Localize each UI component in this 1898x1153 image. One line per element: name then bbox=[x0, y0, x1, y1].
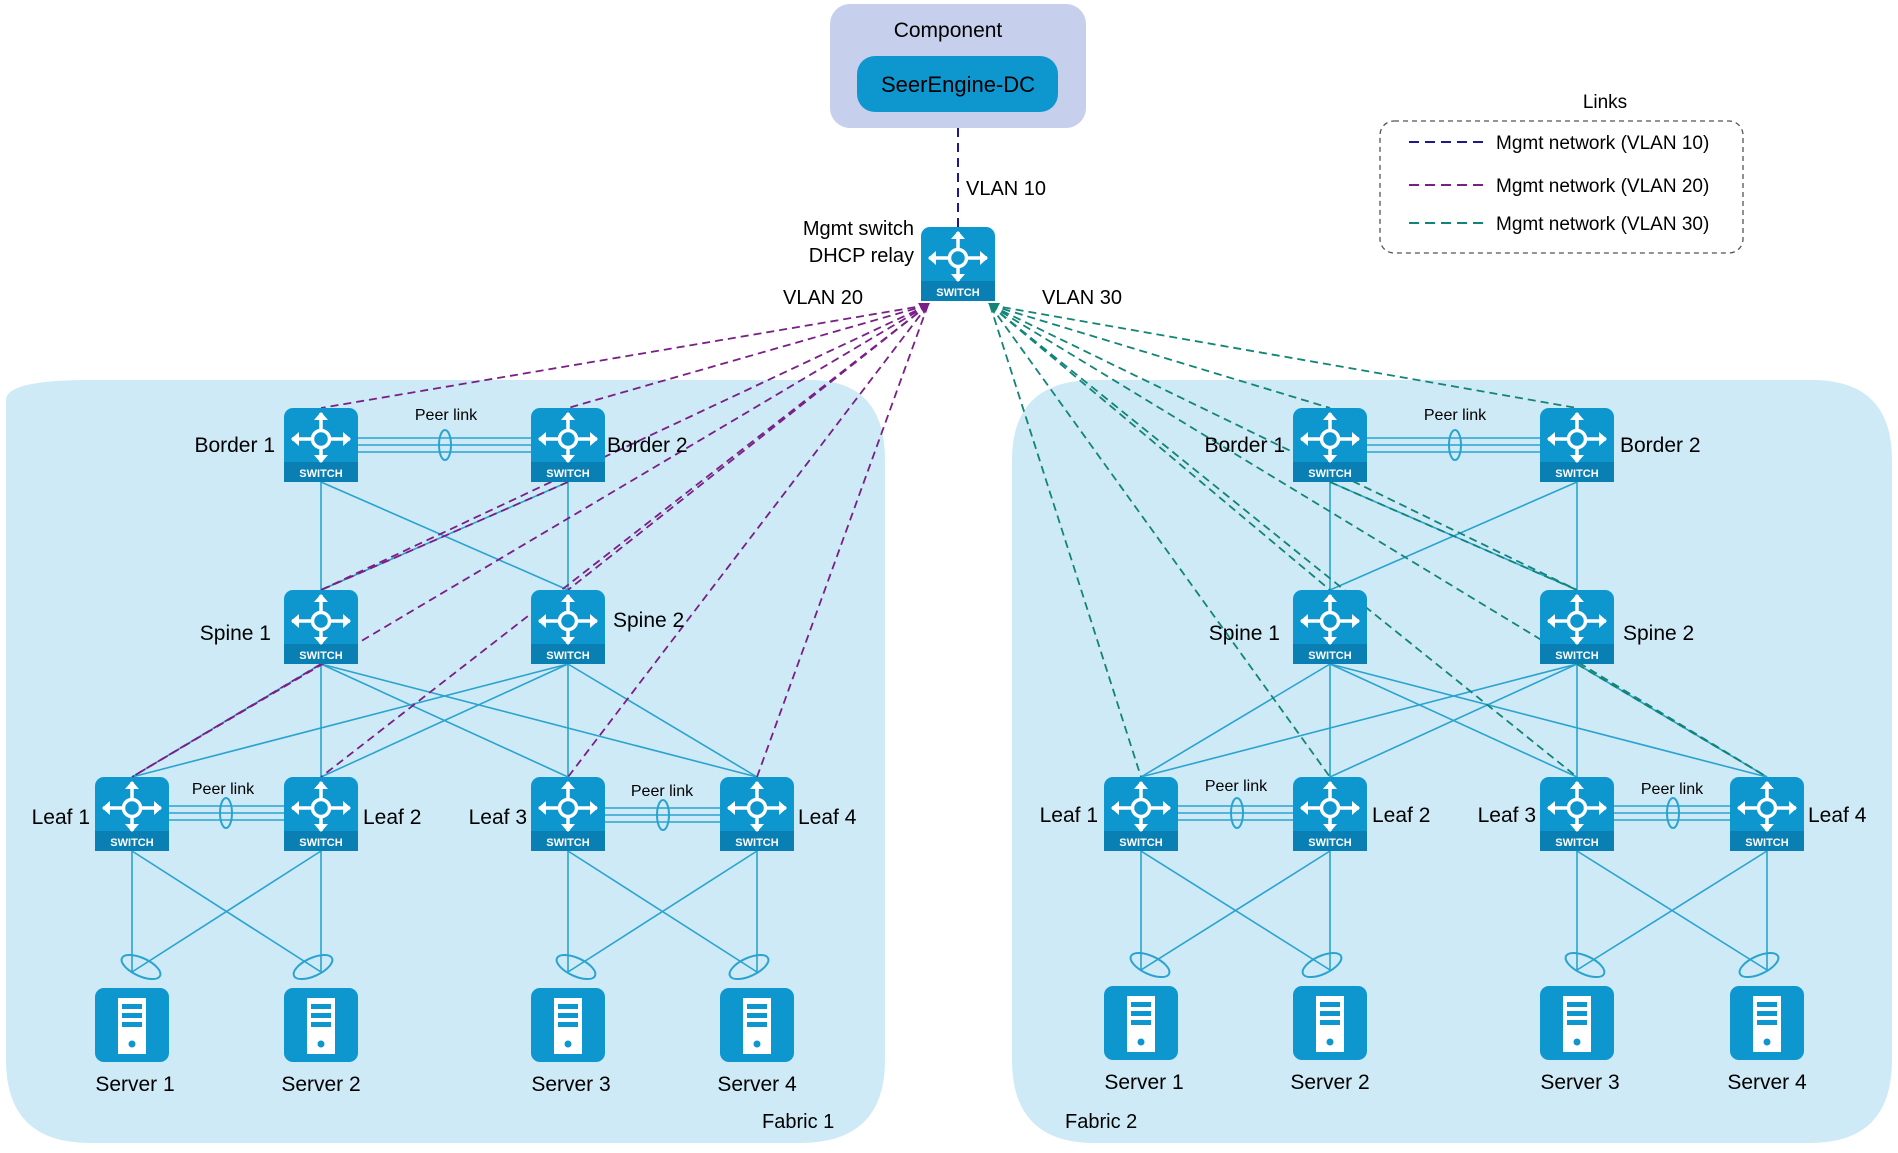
fabric1-server-3[interactable] bbox=[531, 988, 605, 1062]
fabric1-server-3-label: Server 3 bbox=[531, 1073, 610, 1096]
fabric1-leaf-4-label: Leaf 4 bbox=[798, 806, 857, 829]
fabric2-spine-2[interactable]: SWITCH bbox=[1538, 588, 1616, 666]
mgmt-switch-label-2: DHCP relay bbox=[809, 245, 914, 267]
fabric2-border-2-label: Border 2 bbox=[1620, 434, 1701, 457]
fabric1-spine-2[interactable]: SWITCH bbox=[529, 588, 607, 666]
legend-label-vlan10: Mgmt network (VLAN 10) bbox=[1496, 133, 1709, 154]
seerengine-dc-node[interactable] bbox=[857, 56, 1058, 112]
fabric1-name: Fabric 1 bbox=[762, 1111, 834, 1133]
fabric-2-area bbox=[1012, 380, 1892, 1143]
fabric1-peer-link-leaf-34: Peer link bbox=[631, 783, 694, 800]
fabric2-spine-1-label: Spine 1 bbox=[1209, 622, 1280, 645]
switch-caption: SWITCH bbox=[110, 837, 153, 849]
fabric1-server-1-label: Server 1 bbox=[95, 1073, 174, 1096]
switch-caption: SWITCH bbox=[735, 837, 778, 849]
fabric1-server-2[interactable] bbox=[284, 988, 358, 1062]
fabric1-leaf-2[interactable]: SWITCH bbox=[282, 775, 360, 853]
fabric1-leaf-1-label: Leaf 1 bbox=[32, 806, 90, 829]
vlan10-label: VLAN 10 bbox=[966, 178, 1046, 200]
vlan30-links bbox=[989, 304, 1768, 778]
fabric1-server-1[interactable] bbox=[95, 988, 169, 1062]
legend-title: Links bbox=[1583, 92, 1627, 113]
fabric2-leaf-2[interactable]: SWITCH bbox=[1291, 775, 1369, 853]
fabric2-server-4[interactable] bbox=[1730, 986, 1804, 1060]
peer-link-markers bbox=[120, 429, 1780, 981]
fabric2-peer-link-border: Peer link bbox=[1424, 407, 1487, 424]
fabric2-border-1-label: Border 1 bbox=[1204, 434, 1285, 457]
switch-caption: SWITCH bbox=[1555, 468, 1598, 480]
vlan20-links bbox=[131, 304, 929, 778]
fabric1-border-1-label: Border 1 bbox=[194, 434, 275, 457]
fabric2-leaf-3[interactable]: SWITCH bbox=[1538, 775, 1616, 853]
switch-caption: SWITCH bbox=[546, 650, 589, 662]
fabric1-leaf-2-label: Leaf 2 bbox=[363, 806, 421, 829]
fabric2-spine-2-label: Spine 2 bbox=[1623, 622, 1694, 645]
fabric1-peer-link-border: Peer link bbox=[415, 407, 478, 424]
fabric2-server-1-label: Server 1 bbox=[1104, 1071, 1183, 1094]
fabric2-peer-link-leaf-34: Peer link bbox=[1641, 781, 1704, 798]
vlan30-label: VLAN 30 bbox=[1042, 287, 1122, 309]
fabric2-name: Fabric 2 bbox=[1065, 1111, 1137, 1133]
fabric1-border-2[interactable]: SWITCH bbox=[529, 406, 607, 484]
fabric1-spine-2-label: Spine 2 bbox=[613, 609, 684, 632]
switch-caption: SWITCH bbox=[1308, 837, 1351, 849]
switch-caption: SWITCH bbox=[299, 837, 342, 849]
vlan20-label: VLAN 20 bbox=[783, 287, 863, 309]
legend-box bbox=[1379, 120, 1744, 254]
fabric-1-links bbox=[131, 437, 758, 973]
fabric1-leaf-1[interactable]: SWITCH bbox=[93, 775, 171, 853]
fabric1-server-2-label: Server 2 bbox=[281, 1073, 360, 1096]
switch-caption: SWITCH bbox=[299, 650, 342, 662]
vlan30-arrowhead bbox=[988, 303, 1000, 314]
legend-label-vlan30: Mgmt network (VLAN 30) bbox=[1496, 214, 1709, 235]
fabric2-server-3-label: Server 3 bbox=[1540, 1071, 1619, 1094]
fabric1-server-4-label: Server 4 bbox=[717, 1073, 797, 1096]
fabric2-leaf-3-label: Leaf 3 bbox=[1478, 804, 1536, 827]
switch-caption: SWITCH bbox=[546, 837, 589, 849]
fabric2-leaf-1-label: Leaf 1 bbox=[1040, 804, 1098, 827]
seerengine-dc-label: SeerEngine-DC bbox=[881, 72, 1035, 97]
fabric-2-links bbox=[1140, 437, 1768, 971]
fabric2-border-2[interactable]: SWITCH bbox=[1538, 406, 1616, 484]
fabric2-border-1[interactable]: SWITCH bbox=[1291, 406, 1369, 484]
switch-caption: SWITCH bbox=[1745, 837, 1788, 849]
fabric1-border-2-label: Border 2 bbox=[607, 434, 688, 457]
fabric2-leaf-2-label: Leaf 2 bbox=[1372, 804, 1430, 827]
fabric2-server-2-label: Server 2 bbox=[1290, 1071, 1369, 1094]
fabric2-server-4-label: Server 4 bbox=[1727, 1071, 1807, 1094]
switch-caption: SWITCH bbox=[1119, 837, 1162, 849]
switch-caption: SWITCH bbox=[936, 287, 979, 299]
fabric2-server-1[interactable] bbox=[1104, 986, 1178, 1060]
switch-caption: SWITCH bbox=[1555, 837, 1598, 849]
switch-caption: SWITCH bbox=[299, 468, 342, 480]
fabric2-leaf-4-label: Leaf 4 bbox=[1808, 804, 1867, 827]
fabric2-peer-link-leaf-12: Peer link bbox=[1205, 778, 1268, 795]
fabric1-leaf-4[interactable]: SWITCH bbox=[718, 775, 796, 853]
legend-label-vlan20: Mgmt network (VLAN 20) bbox=[1496, 176, 1709, 197]
component-title: Component bbox=[894, 19, 1003, 42]
fabric2-server-3[interactable] bbox=[1540, 986, 1614, 1060]
switch-caption: SWITCH bbox=[546, 468, 589, 480]
mgmt-switch-label-1: Mgmt switch bbox=[803, 218, 914, 240]
fabric1-leaf-3[interactable]: SWITCH bbox=[529, 775, 607, 853]
fabric2-server-2[interactable] bbox=[1293, 986, 1367, 1060]
fabric1-spine-1-label: Spine 1 bbox=[200, 622, 271, 645]
switch-caption: SWITCH bbox=[1308, 468, 1351, 480]
fabric-1-area bbox=[6, 380, 885, 1143]
fabric1-border-1[interactable]: SWITCH bbox=[282, 406, 360, 484]
fabric2-spine-1[interactable]: SWITCH bbox=[1291, 588, 1369, 666]
mgmt-switch[interactable]: SWITCH bbox=[919, 225, 997, 303]
fabric1-peer-link-leaf-12: Peer link bbox=[192, 781, 255, 798]
fabric1-leaf-3-label: Leaf 3 bbox=[469, 806, 527, 829]
switch-caption: SWITCH bbox=[1308, 650, 1351, 662]
fabric1-server-4[interactable] bbox=[720, 988, 794, 1062]
fabric2-leaf-1[interactable]: SWITCH bbox=[1102, 775, 1180, 853]
vlan20-arrowhead bbox=[918, 303, 930, 314]
fabric2-leaf-4[interactable]: SWITCH bbox=[1728, 775, 1806, 853]
fabric1-spine-1[interactable]: SWITCH bbox=[282, 588, 360, 666]
switch-caption: SWITCH bbox=[1555, 650, 1598, 662]
